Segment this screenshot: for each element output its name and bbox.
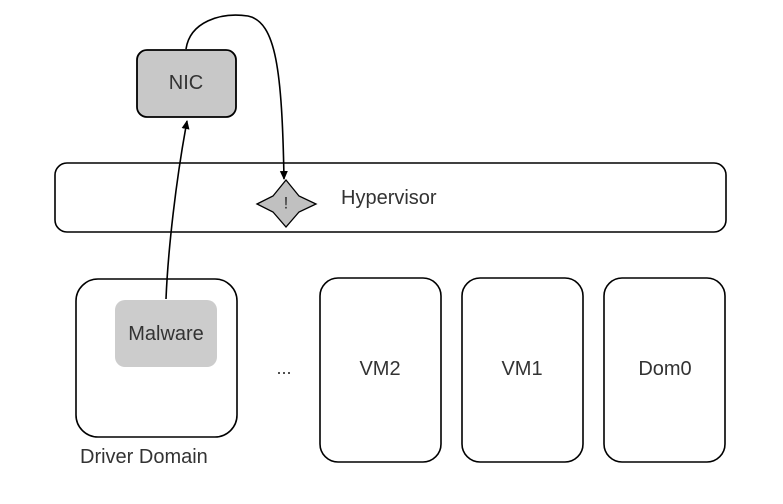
vm1-label: VM1	[501, 358, 543, 380]
malware-box	[115, 300, 217, 367]
malware-label: Malware	[128, 323, 204, 345]
vm2-label: VM2	[359, 358, 401, 380]
vm2-box	[319, 277, 442, 463]
alert-burst-icon	[255, 178, 318, 228]
alert-label: !	[283, 193, 289, 213]
nic-box	[136, 49, 237, 118]
nic-label: NIC	[168, 72, 204, 94]
ellipsis-label: ...	[276, 358, 292, 378]
dom0-box	[603, 277, 726, 463]
hypervisor-box	[54, 162, 727, 233]
vm1-box	[461, 277, 584, 463]
hypervisor-label: Hypervisor	[341, 187, 437, 209]
driver-domain-label: Driver Domain	[80, 446, 208, 468]
edge-malware-to-nic	[165, 120, 190, 300]
edge-nic-to-alert	[185, 14, 288, 180]
dom0-label: Dom0	[638, 358, 692, 380]
